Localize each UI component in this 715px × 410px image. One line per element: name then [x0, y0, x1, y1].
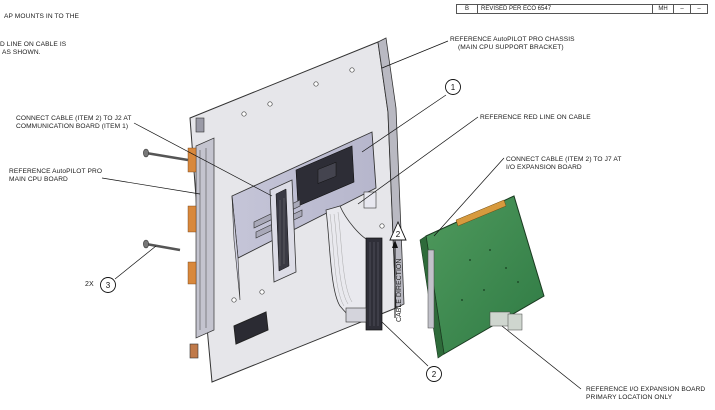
- label-red-line-ref-text: REFERENCE RED LINE ON CABLE: [480, 114, 591, 121]
- label-j7-line2: I/O EXPANSION BOARD: [506, 164, 582, 171]
- cable-direction-arrow: [392, 240, 398, 318]
- label-io-board: REFERENCE I/O EXPANSION BOARD PRIMARY LO…: [586, 386, 705, 402]
- revision-table: B REVISED PER ECO 6547 MH – –: [456, 4, 708, 14]
- label-j2-line2: COMMUNICATION BOARD (ITEM 1): [16, 123, 129, 130]
- note-red-line-line1: D LINE ON CABLE IS: [0, 41, 67, 48]
- leader-lines: [101, 40, 582, 390]
- screw-top: [143, 148, 189, 162]
- callout-triangle-2: 2: [389, 220, 407, 241]
- note-top-left: AP MOUNTS IN TO THE: [4, 13, 79, 21]
- cable-direction-label: CABLE DIRECTION: [396, 259, 403, 322]
- label-j7-line1: CONNECT CABLE (ITEM 2) TO J7 AT: [506, 156, 622, 163]
- label-qty: 2X: [85, 281, 94, 289]
- revision-sign-2: –: [690, 4, 708, 14]
- callout-item-1: 1: [445, 79, 461, 95]
- callout-item-3-text: 3: [106, 281, 111, 290]
- callout-item-2-text: 2: [432, 370, 437, 379]
- callout-item-2: 2: [426, 366, 442, 382]
- label-j2-line1: CONNECT CABLE (ITEM 2) TO J2 AT: [16, 115, 132, 122]
- label-chassis-line2: (MAIN CPU SUPPORT BRACKET): [458, 44, 564, 51]
- ribbon-cable: [325, 205, 383, 331]
- label-j7: CONNECT CABLE (ITEM 2) TO J7 AT I/O EXPA…: [506, 156, 621, 172]
- label-qty-text: 2X: [85, 281, 94, 288]
- label-j2: CONNECT CABLE (ITEM 2) TO J2 AT COMMUNIC…: [16, 115, 131, 131]
- note-top-left-text: AP MOUNTS IN TO THE: [4, 13, 80, 20]
- label-cpu: REFERENCE AutoPILOT PRO MAIN CPU BOARD: [9, 168, 102, 184]
- label-io-board-line1: REFERENCE I/O EXPANSION BOARD: [586, 386, 706, 393]
- callout-triangle-2-text: 2: [396, 230, 401, 239]
- callout-item-3: 3: [100, 277, 116, 293]
- label-chassis: REFERENCE AutoPILOT PRO CHASSIS (MAIN CP…: [450, 36, 575, 52]
- label-cpu-line1: REFERENCE AutoPILOT PRO: [9, 168, 103, 175]
- screw-bottom: [143, 239, 181, 252]
- callout-item-1-text: 1: [451, 83, 456, 92]
- label-cpu-line2: MAIN CPU BOARD: [9, 176, 68, 183]
- note-red-line-line2: AS SHOWN.: [2, 49, 41, 56]
- io-expansion-board: [419, 195, 545, 359]
- label-red-line-ref: REFERENCE RED LINE ON CABLE: [480, 114, 591, 122]
- communication-board: [269, 179, 377, 283]
- label-chassis-line1: REFERENCE AutoPILOT PRO CHASSIS: [450, 36, 575, 43]
- revision-row: B REVISED PER ECO 6547 MH – –: [456, 4, 708, 14]
- label-io-board-line2: PRIMARY LOCATION ONLY: [586, 394, 673, 401]
- note-red-line: D LINE ON CABLE IS AS SHOWN.: [0, 41, 66, 57]
